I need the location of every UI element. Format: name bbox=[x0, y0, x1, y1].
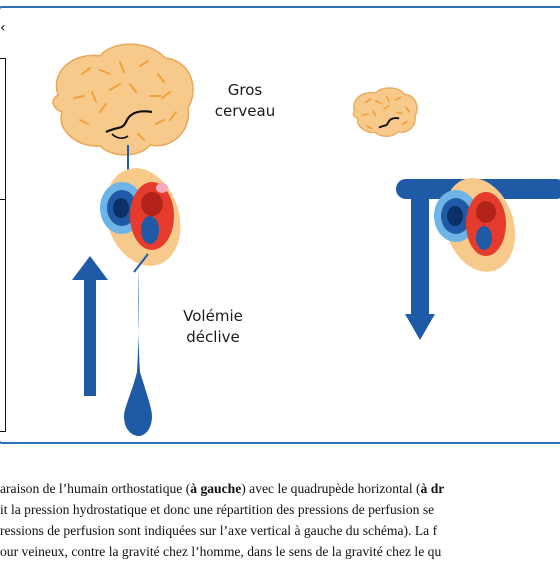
caption-line-3: ressions de perfusion sont indiquées sur… bbox=[0, 523, 438, 538]
diagram-svg bbox=[52, 43, 560, 436]
volume-drop bbox=[124, 268, 152, 436]
caption-line-4: our veineux, contre la gravité chez l’ho… bbox=[0, 544, 442, 559]
caption-line-1: araison de l’humain orthostatique (à gau… bbox=[0, 481, 445, 496]
pressure-axis-tick bbox=[0, 199, 6, 200]
up-arrow bbox=[72, 256, 108, 396]
right-heart bbox=[434, 178, 516, 272]
right-brain bbox=[352, 87, 418, 137]
caption-line-2: it la pression hydrostatique et donc une… bbox=[0, 502, 435, 517]
edge-fragment-glyph: ‹ bbox=[0, 20, 6, 36]
volume-label: Volémie déclive bbox=[183, 307, 243, 346]
figure-caption: araison de l’humain orthostatique (à gau… bbox=[0, 478, 560, 562]
brain-label: Gros cerveau bbox=[214, 81, 276, 120]
down-limb bbox=[405, 194, 435, 340]
left-brain bbox=[52, 43, 194, 156]
left-heart bbox=[100, 168, 181, 273]
figure-frame bbox=[0, 6, 560, 444]
pressure-axis bbox=[0, 58, 6, 432]
